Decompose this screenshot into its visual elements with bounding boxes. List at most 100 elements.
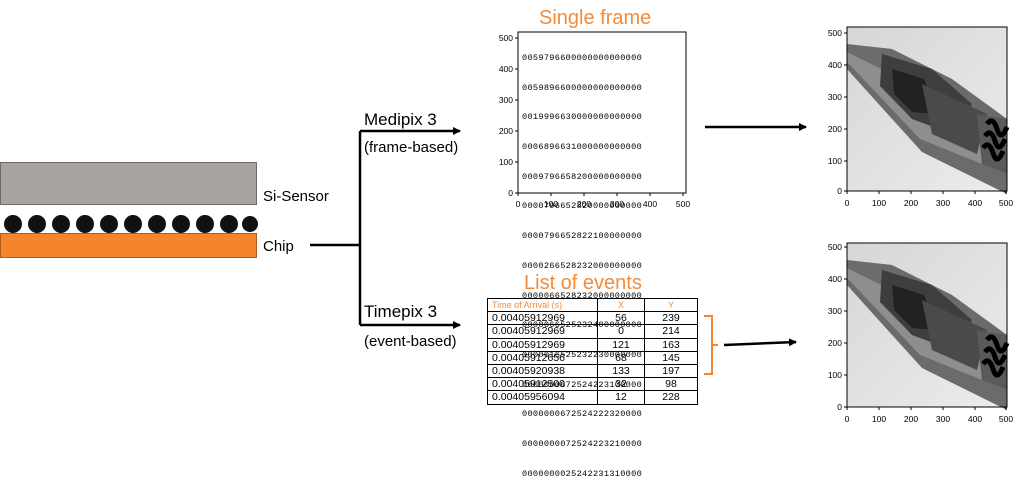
y-cell: 145 [644,350,698,365]
toa-cell: 0.00405912656 [487,350,598,365]
frame-y-tick: 500 [499,33,513,43]
reconstructed-image-frame: 500 400 300 200 100 0 0 100 200 300 400 … [828,26,1013,208]
frame-matrix: 0059796600000000000000 00598966000000000… [522,34,684,490]
image-x-tick: 400 [968,414,982,424]
timepix-label: Timepix 3 [364,302,438,321]
toa-cell: 0.00405912969 [487,324,598,339]
image-y-tick: 100 [828,156,842,166]
frame-row: 0006896631000000000000 [522,141,643,152]
toa-cell: 0.00405920938 [487,363,598,379]
table-row: 0.00405956094 12 228 [487,390,698,405]
y-cell: 214 [644,324,698,339]
medipix-mode-label: (frame-based) [364,139,459,156]
image-y-tick: 500 [828,28,842,38]
frame-y-tick: 200 [499,126,513,136]
frame-y-tick: 400 [499,64,513,74]
x-cell: 32 [597,377,645,392]
y-cell: 98 [644,377,698,392]
image-x-tick: 300 [936,414,950,424]
medipix-label: Medipix 3 [364,110,437,129]
image-x-tick: 200 [904,414,918,424]
chip-layer [0,233,257,258]
image-x-tick: 100 [872,414,886,424]
frame-row: 0000000672524222320000 [522,409,643,420]
image-y-tick: 0 [837,186,842,196]
bump-bonds [4,215,258,233]
x-cell: 133 [597,363,645,379]
column-header-x: X [597,297,645,313]
frame-row: 0000066528232000000000 [522,290,643,301]
image-x-tick: 0 [845,414,850,424]
sensor-label: Si-Sensor [263,188,329,205]
frame-x-tick: 400 [643,199,657,209]
x-cell: 0 [597,324,645,339]
frame-y-tick: 100 [499,157,513,167]
si-sensor-layer [0,162,257,205]
y-cell: 239 [644,311,698,326]
x-cell: 121 [597,337,645,352]
image-y-tick: 300 [828,92,842,102]
toa-cell: 0.00405912500 [487,377,598,392]
reconstructed-image-events: 500 400 300 200 100 0 0 100 200 300 400 … [828,242,1014,424]
events-title: List of events [524,272,642,294]
x-cell: 68 [597,350,645,365]
y-cell: 228 [644,390,698,405]
image-x-tick: 500 [999,198,1013,208]
frame-x-tick: 0 [516,199,521,209]
frame-row: 0009796658200000000000 [522,171,643,182]
x-cell: 12 [597,390,645,405]
y-cell: 163 [644,337,698,352]
image-y-tick: 200 [828,338,842,348]
flow-connectors [310,123,807,375]
image-x-tick: 300 [936,198,950,208]
frame-x-tick: 500 [676,199,690,209]
image-y-tick: 100 [828,370,842,380]
frame-row: 0000000025242231310000 [522,468,643,479]
x-cell: 56 [597,311,645,326]
image-x-tick: 400 [968,198,982,208]
column-header-y: Y [644,297,698,313]
table-row: 0.00405912500 32 98 [487,377,698,392]
image-x-tick: 0 [845,198,850,208]
image-y-tick: 300 [828,306,842,316]
chip-label: Chip [263,238,294,255]
toa-cell: 0.00405956094 [487,390,598,405]
frame-axes: 500 400 300 200 100 0 0 100 200 300 400 … [499,31,690,209]
events-table-wrapper: Time of Arrival (s) X Y 0.00405912969 56… [487,297,698,405]
single-frame-title: Single frame [539,7,652,29]
toa-cell: 0.00405912969 [487,337,598,352]
image-x-tick: 500 [999,414,1013,424]
xray-object [847,260,1010,410]
frame-x-tick: 200 [577,199,591,209]
frame-x-tick: 100 [544,199,558,209]
table-row: 0.00405920938 133 197 [487,363,698,379]
frame-x-tick: 300 [610,199,624,209]
image-y-tick: 400 [828,60,842,70]
y-cell: 197 [644,363,698,379]
toa-cell: 0.00405912969 [487,311,598,326]
table-row: 0.00405912969 56 239 [487,311,698,326]
frame-row: 0059796600000000000000 [522,52,643,63]
frame-row: 0019996630000000000000 [522,112,643,123]
frame-row: 0000000072524223210000 [522,439,643,450]
events-table: Time of Arrival (s) X Y 0.00405912969 56… [487,297,698,405]
frame-y-tick: 300 [499,95,513,105]
xray-object [847,44,1010,194]
image-y-tick: 200 [828,124,842,134]
frame-row: 0000266528232000000000 [522,260,643,271]
frame-row: 0000796652820000000000 [522,201,643,212]
table-header-row: Time of Arrival (s) X Y [487,297,698,313]
table-row: 0.00405912969 0 214 [487,324,698,339]
image-x-tick: 200 [904,198,918,208]
image-x-tick: 100 [872,198,886,208]
column-header-toa: Time of Arrival (s) [487,297,598,313]
image-y-tick: 500 [828,242,842,252]
frame-row: 0059896600000000000000 [522,82,643,93]
image-y-tick: 0 [837,402,842,412]
table-row: 0.00405912969 121 163 [487,337,698,352]
timepix-mode-label: (event-based) [364,333,457,350]
frame-y-tick: 0 [508,188,513,198]
image-y-tick: 400 [828,274,842,284]
table-row: 0.00405912656 68 145 [487,350,698,365]
frame-row: 0000796652822100000000 [522,231,643,242]
